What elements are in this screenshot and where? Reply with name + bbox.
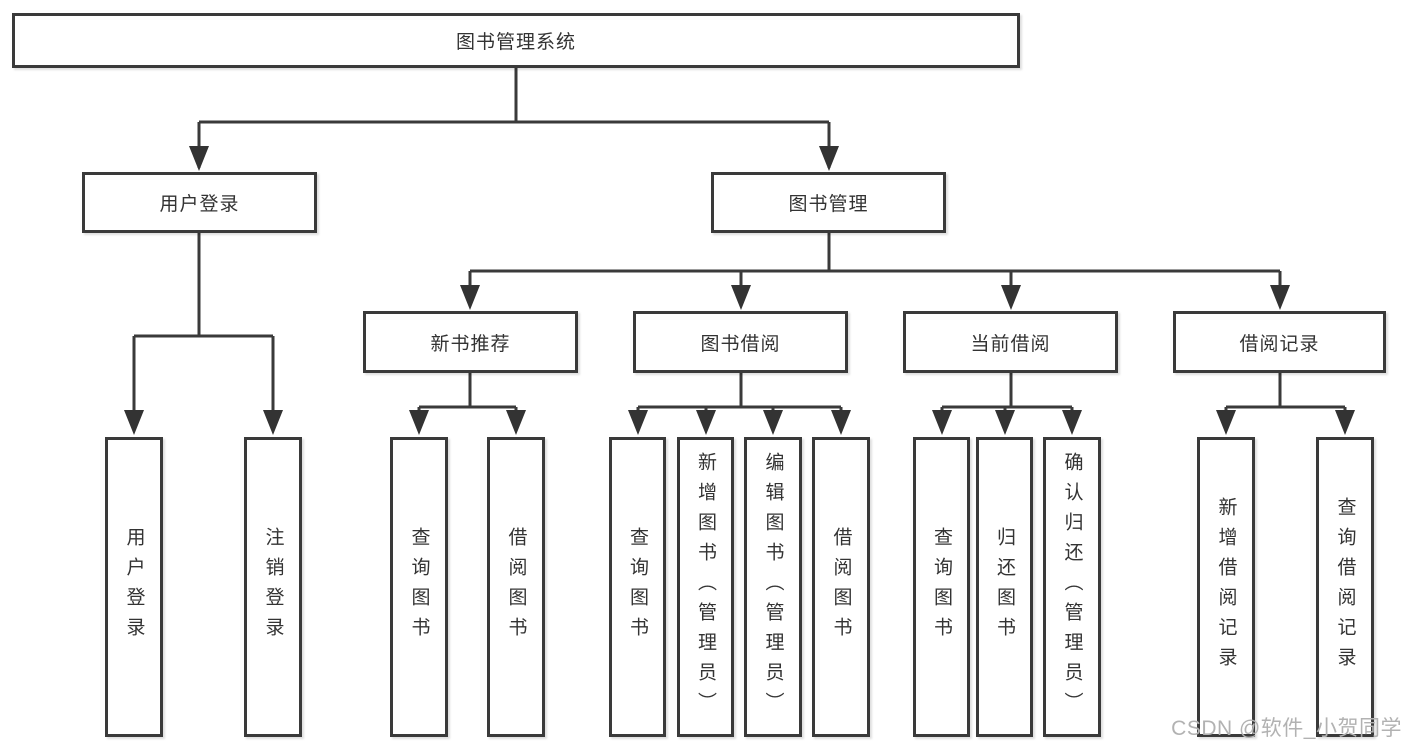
- node-library-system: 图书管理系统: [12, 13, 1020, 68]
- connector-borrow-records-split: [1224, 373, 1347, 431]
- node-book-management: 图书管理: [711, 172, 946, 233]
- connector-user-login-split: [132, 233, 275, 430]
- leaf-add-borrow-record: 新增借阅记录: [1197, 437, 1255, 737]
- leaf-user-login: 用户登录: [105, 437, 163, 737]
- arrowhead: [460, 285, 480, 310]
- leaf-query-books-borrowing: 查询图书: [609, 437, 666, 737]
- node-book-borrowing: 图书借阅: [633, 311, 848, 373]
- arrowhead: [731, 285, 751, 310]
- arrowhead: [263, 410, 283, 435]
- leaf-edit-books-admin: 编辑图书（管理员）: [744, 437, 802, 737]
- leaf-borrow-books-borrowing: 借阅图书: [812, 437, 870, 737]
- leaf-query-books-recommend: 查询图书: [390, 437, 448, 737]
- arrowhead: [124, 410, 144, 435]
- arrowhead: [1062, 410, 1082, 435]
- node-new-book-recommend: 新书推荐: [363, 311, 578, 373]
- arrowhead: [819, 146, 839, 171]
- arrowhead: [1001, 285, 1021, 310]
- node-borrowing-records: 借阅记录: [1173, 311, 1386, 373]
- arrowhead: [1270, 285, 1290, 310]
- connector-root-split: [197, 68, 831, 168]
- leaf-query-books-current: 查询图书: [913, 437, 970, 737]
- node-user-login: 用户登录: [82, 172, 317, 233]
- arrowhead: [628, 410, 648, 435]
- leaf-borrow-books-recommend: 借阅图书: [487, 437, 545, 737]
- arrowhead: [763, 410, 783, 435]
- leaf-query-borrow-record: 查询借阅记录: [1316, 437, 1374, 737]
- connector-book-borrow-split: [636, 373, 843, 431]
- connector-book-mgmt-split: [468, 233, 1282, 306]
- leaf-logout: 注销登录: [244, 437, 302, 737]
- arrowhead: [1335, 410, 1355, 435]
- node-current-borrowing: 当前借阅: [903, 311, 1118, 373]
- arrowhead: [189, 146, 209, 171]
- leaf-confirm-return-admin: 确认归还（管理员）: [1043, 437, 1101, 737]
- arrowhead: [506, 410, 526, 435]
- arrowhead: [409, 410, 429, 435]
- arrowhead: [995, 410, 1015, 435]
- arrowhead: [831, 410, 851, 435]
- watermark: CSDN @软件_小贺同学: [1171, 717, 1402, 740]
- arrowhead: [696, 410, 716, 435]
- arrowhead: [932, 410, 952, 435]
- arrowhead: [1216, 410, 1236, 435]
- leaf-return-books: 归还图书: [976, 437, 1033, 737]
- leaf-add-books-admin: 新增图书（管理员）: [677, 437, 734, 737]
- connector-new-book-split: [417, 373, 518, 431]
